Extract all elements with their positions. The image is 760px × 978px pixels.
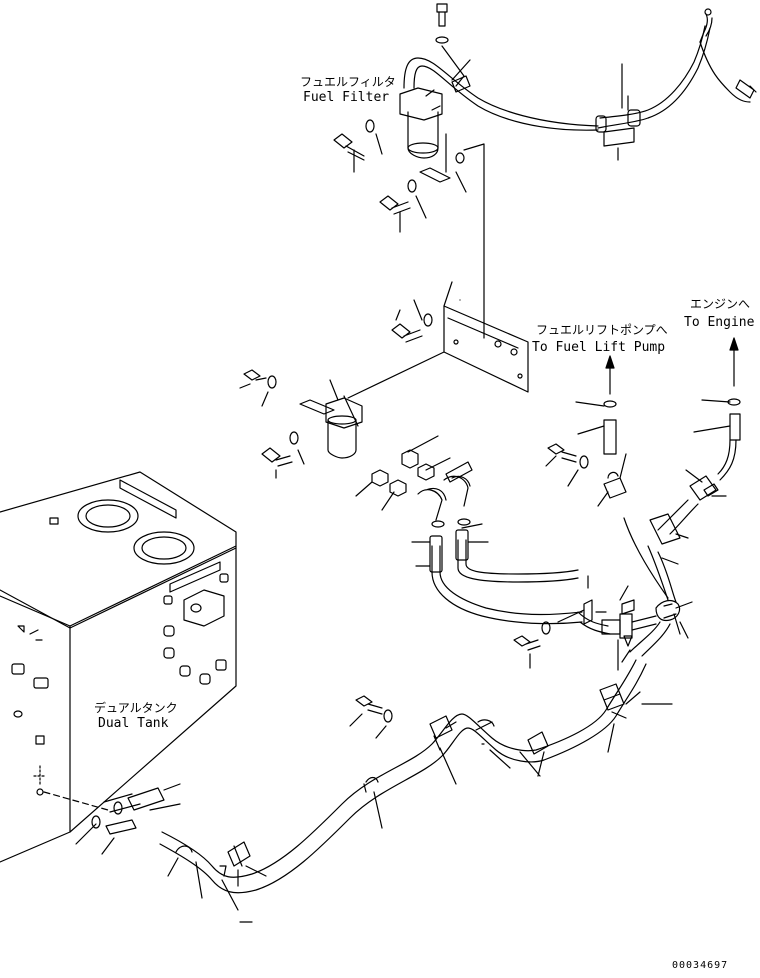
fuel-filter-en-label: Fuel Filter — [303, 90, 389, 105]
main-fuel-hose — [159, 659, 673, 923]
filter-pipe — [403, 57, 599, 131]
tank-fittings — [75, 783, 181, 855]
fuel-lift-pump-en-label: To Fuel Lift Pump — [532, 340, 665, 355]
top-bolt — [436, 3, 448, 27]
water-separator — [239, 369, 473, 528]
top-washer — [435, 36, 449, 44]
dual-tank — [0, 471, 237, 863]
return-hose — [597, 25, 711, 129]
fuel-filter — [399, 87, 443, 159]
fuel-filter-assembly — [333, 3, 757, 339]
dual-tank-en-label: Dual Tank — [98, 716, 169, 731]
junction-fittings — [513, 575, 693, 671]
engine-jp-label: エンジンへ — [690, 297, 750, 311]
dual-tank-jp-label: デュアルタンク — [94, 700, 178, 715]
fuel-filter-jp-label: フュエルフィルタ — [300, 75, 396, 89]
mounting-plate — [347, 281, 529, 399]
clamp-bolt — [349, 695, 393, 739]
lift-pump-connector — [545, 355, 627, 507]
filter-bolt-1 — [333, 119, 383, 173]
engine-connector — [623, 337, 741, 603]
part-number: 00034697 — [672, 960, 728, 971]
engine-en-label: To Engine — [684, 315, 755, 330]
fuel-lift-pump-jp-label: フュエルリフトポンプへ — [536, 323, 668, 337]
suction-hose — [431, 545, 583, 625]
filter-bolt-2 — [379, 179, 427, 233]
